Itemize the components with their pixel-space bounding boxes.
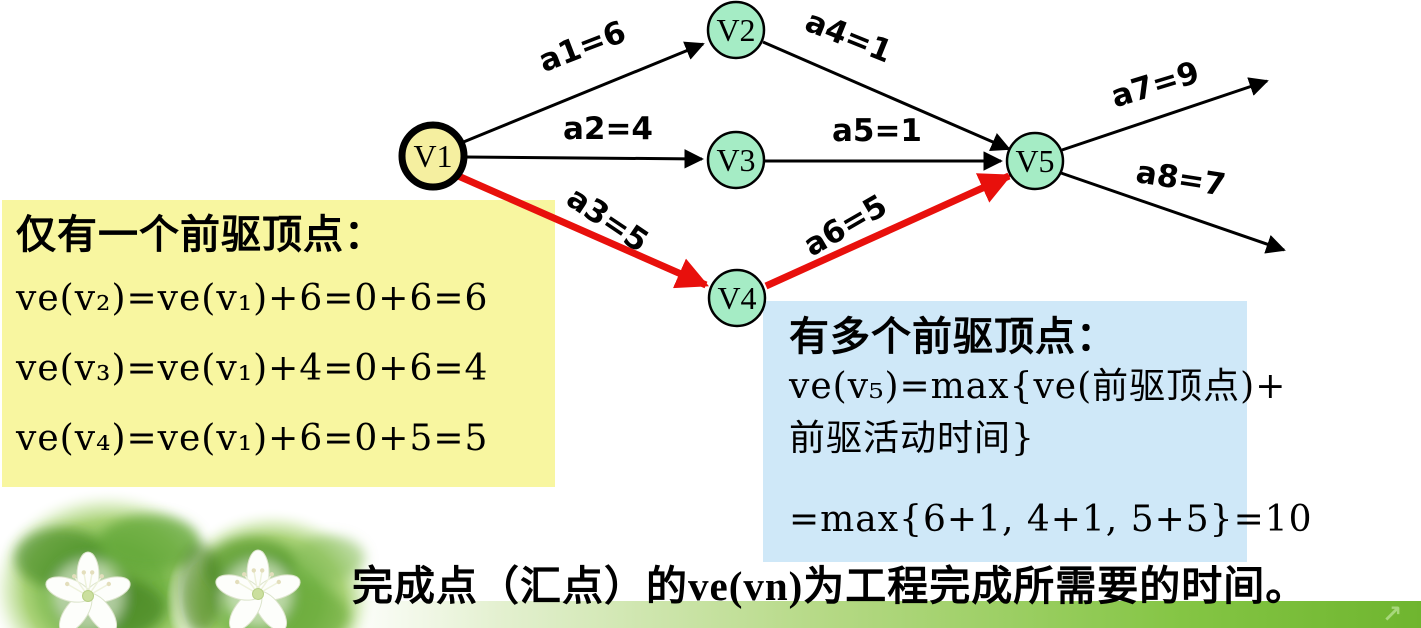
edge-a2 [464,149,704,169]
yellow-note-title: 仅有一个前驱顶点： [16,212,385,257]
formula-ve-v3: ve(v₃)=ve(v₁)+4=0+6=4 [16,348,489,389]
edge-a3-critical [454,171,709,289]
node-v3: V3 [706,130,766,190]
formula-ve-v5-line2: 前驱活动时间} [789,418,1035,459]
node-v2-label: V2 [716,12,755,48]
formula-ve-v2: ve(v₂)=ve(v₁)+6=0+6=6 [16,278,489,319]
node-v5-circle [1005,131,1065,191]
corner-arrow-icon: ↗ [1382,600,1403,628]
node-v5-label: V5 [1015,143,1054,179]
node-v4-label: V4 [717,280,756,316]
node-v1: V1 [398,121,468,191]
formula-ve-v4: ve(v₄)=ve(v₁)+6=0+5=5 [16,418,489,459]
edge-label-a3: a3=5 [560,180,655,260]
node-v5: V5 [1005,131,1065,191]
formula-ve-v5-result: =max{6+1, 4+1, 5+5}=10 [789,499,1313,540]
formula-ve-v5-line1: ve(v₅)=max{ve(前驱顶点)+ [789,366,1287,407]
node-v4-circle [707,268,767,328]
edge-a1 [460,41,705,145]
multi-predecessor-note: 有多个前驱顶点： ve(v₅)=max{ve(前驱顶点)+ 前驱活动时间} =m… [763,301,1312,562]
bottom-gradient-bar [340,601,1421,628]
single-predecessor-note: 仅有一个前驱顶点： ve(v₂)=ve(v₁)+6=0+6=6 ve(v₃)=v… [2,200,555,487]
node-v4: V4 [707,268,767,328]
edge-label-a8: a8=7 [1134,154,1229,204]
edge-label-a4: a4=1 [800,3,897,70]
blue-note-title: 有多个前驱顶点： [789,314,1117,359]
node-v2: V2 [706,0,766,60]
node-v3-circle [706,130,766,190]
node-v2-circle [706,0,766,60]
white-flower-right [215,549,301,628]
edge-a7 [1061,77,1269,152]
edge-a6-critical [764,172,1012,290]
white-flower-left [45,551,131,628]
edge-a8 [1060,171,1286,254]
edge-a4 [762,40,1011,151]
node-v1-circle [398,121,468,191]
flower-photo [0,488,378,628]
edge-label-a1: a1=6 [534,14,631,80]
edge-label-a2: a2=4 [563,111,653,147]
footer-sentence: 完成点（汇点）的ve(vn)为工程完成所需要的时间。 [352,563,1308,609]
node-v1-label: V1 [413,138,452,174]
node-v3-label: V3 [716,142,755,178]
edge-label-a5: a5=1 [832,113,922,149]
